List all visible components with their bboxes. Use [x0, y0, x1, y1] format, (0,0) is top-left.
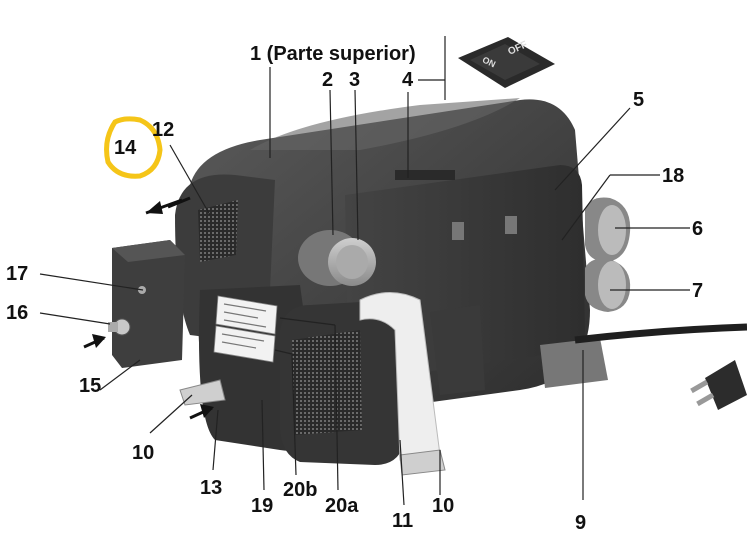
top-duct — [298, 230, 376, 286]
right-foot — [540, 338, 608, 388]
callout-5: 5 — [633, 89, 645, 111]
arrow-right-13 — [189, 404, 214, 420]
callout-20b: 20b — [283, 479, 318, 501]
right-ducts — [585, 197, 631, 312]
callout-7: 7 — [692, 280, 704, 302]
callout-4: 4 — [402, 69, 414, 91]
arrow-right-16 — [83, 334, 106, 349]
callout-6: 6 — [692, 218, 704, 240]
power-cable — [574, 323, 747, 344]
callout-12: 12 — [152, 119, 175, 141]
left-foot — [179, 379, 226, 406]
callout-18: 18 — [662, 165, 685, 187]
arrow-right-12 — [167, 196, 191, 209]
callout-15: 15 — [79, 375, 102, 397]
callout-1: 1 (Parte superior) — [250, 43, 416, 65]
callout-9: 9 — [575, 512, 587, 534]
callout-11: 11 — [392, 510, 414, 532]
callout-20a: 20a — [325, 495, 359, 517]
callout-14: 14 — [114, 137, 137, 159]
control-box — [108, 240, 185, 368]
onoff-switch-inset — [458, 37, 555, 88]
leader-lines — [39, 36, 690, 506]
callout-10-bottom: 10 — [432, 495, 455, 517]
callout-16: 16 — [6, 302, 29, 324]
callout-2: 2 — [322, 69, 334, 91]
power-plug — [690, 360, 747, 410]
label-stickers — [213, 295, 278, 363]
side-box — [430, 305, 485, 395]
callout-17: 17 — [6, 263, 29, 285]
callout-10-left: 10 — [132, 442, 155, 464]
bottom-foot — [399, 449, 446, 476]
callout-13: 13 — [200, 477, 223, 499]
callout-3: 3 — [349, 69, 361, 91]
highlight-circle — [104, 116, 163, 179]
callout-19: 19 — [251, 495, 274, 517]
front-bottom-box — [280, 300, 405, 465]
